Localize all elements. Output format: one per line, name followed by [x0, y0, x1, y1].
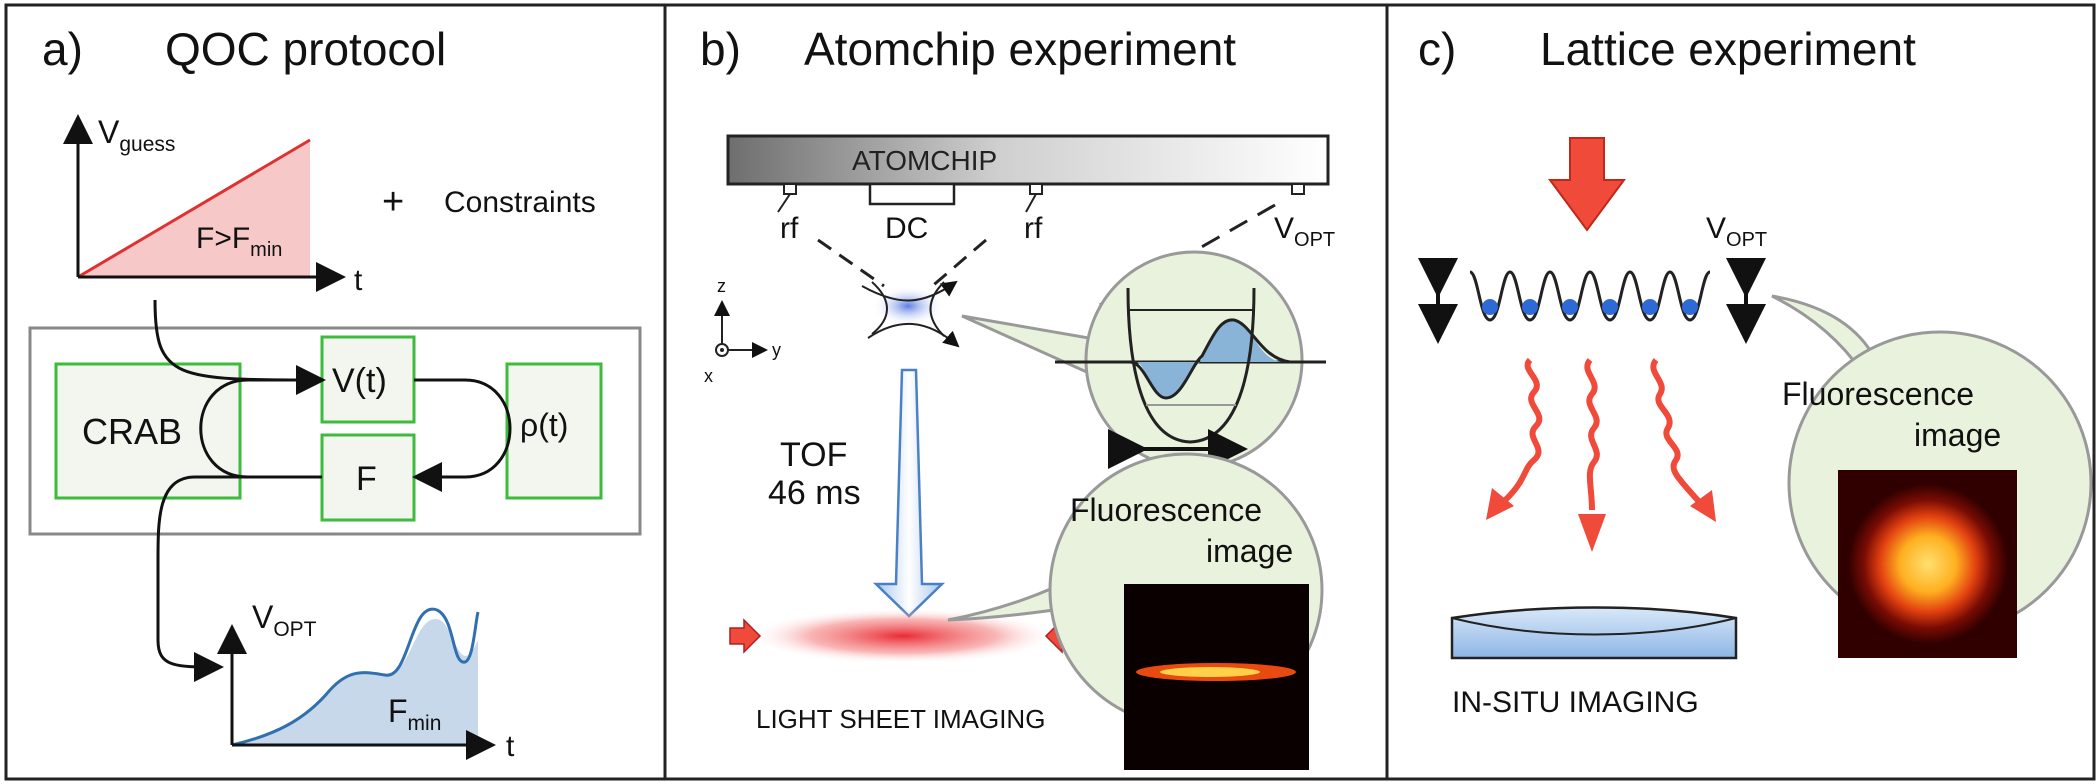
trap-field-line-bottom — [867, 322, 960, 348]
incoming-light-arrow — [1548, 137, 1626, 232]
figure-frame — [4, 3, 2096, 781]
rf-right-label: rf — [1024, 212, 1043, 245]
emission-head-left — [1486, 488, 1514, 520]
panel-b-letter: b) — [700, 23, 741, 75]
vopt-label-b: VOPT — [1274, 212, 1335, 251]
emission-head-center — [1578, 514, 1606, 552]
opt-plot: VOPT Fmin t — [217, 599, 515, 763]
dashed-left — [817, 238, 885, 288]
imaging-lens — [1450, 606, 1738, 660]
opt-label: VOPT — [252, 599, 317, 641]
light-sheet-label: LIGHT SHEET IMAGING — [756, 704, 1045, 734]
panel-c-letter: c) — [1418, 23, 1456, 75]
panel-c: c) Lattice experiment VOPT IN-SITU IMAGI… — [1418, 23, 2093, 719]
rf-right-leader — [1025, 193, 1037, 213]
wavefunction-curve — [1055, 318, 1326, 400]
rf-left-leader — [777, 193, 791, 213]
wavefunction-fill — [1135, 319, 1282, 398]
guess-ramp-line — [77, 138, 311, 279]
axis-z-label: z — [717, 276, 726, 296]
crab-loop-path — [199, 378, 322, 479]
rf-wire-right — [1029, 183, 1043, 195]
emission-wave-center — [1584, 358, 1600, 511]
fluor-c-line2: image — [1914, 417, 2001, 453]
trap-field-line-left — [871, 281, 888, 335]
lattice-atom-5 — [1642, 299, 1658, 315]
dc-label: DC — [885, 212, 928, 245]
axis-y-label: y — [772, 340, 781, 360]
panel-b-title: Atomchip experiment — [804, 23, 1236, 75]
dashed-right — [929, 238, 987, 290]
vopt-label-c: VOPT — [1706, 212, 1767, 251]
f-to-opt-arrow — [156, 475, 322, 682]
fluor-c-line1: Fluorescence — [1782, 376, 1974, 412]
trap-field-line-top — [861, 280, 958, 302]
emission-wave-left — [1498, 357, 1543, 508]
panel-a: a) QOC protocol Vguess F>Fmin t + Constr… — [28, 23, 642, 763]
opt-region-label: Fmin — [388, 693, 441, 735]
in-situ-label: IN-SITU IMAGING — [1452, 686, 1699, 719]
axis-x-label: x — [704, 366, 713, 386]
lattice-atom-4 — [1602, 299, 1618, 315]
guess-x-axis-label: t — [354, 264, 363, 297]
lattice-atom-6 — [1682, 299, 1698, 315]
lattice-atom-2 — [1522, 299, 1538, 315]
atom-cloud — [872, 286, 944, 326]
lattice-atom-1 — [1482, 299, 1498, 315]
panel-a-title: QOC protocol — [165, 23, 446, 75]
opt-x-axis-label: t — [506, 730, 515, 763]
atomchip-bar — [726, 134, 1330, 186]
trap-field-line-right — [929, 281, 945, 337]
guess-label: Vguess — [98, 114, 175, 156]
f-label: F — [356, 460, 377, 498]
optical-lattice-potential — [1469, 270, 1711, 322]
opt-curve — [231, 607, 480, 747]
vt-label: V(t) — [332, 362, 387, 400]
panel-a-letter: a) — [42, 23, 83, 75]
imaging-lens-lower-surface — [1451, 617, 1737, 636]
axis-x-dot — [720, 348, 724, 352]
dc-wire — [868, 182, 956, 206]
panel-c-title: Lattice experiment — [1540, 23, 1916, 75]
fluorescence-image-c-cloud — [1848, 484, 2008, 644]
vopt-wire — [1291, 183, 1305, 195]
rho-box — [505, 362, 603, 500]
tof-label-line2: 46 ms — [768, 474, 861, 512]
atomchip-label: ATOMCHIP — [852, 145, 997, 176]
tof-label-line1: TOF — [780, 436, 847, 474]
fluorescence-image-b-core — [1160, 667, 1260, 677]
optimization-loop-frame — [28, 326, 642, 536]
rf-left-label: rf — [780, 212, 799, 245]
emission-wave-right — [1650, 358, 1705, 507]
plus-sign: + — [382, 181, 404, 223]
constraints-label: Constraints — [444, 186, 596, 219]
light-sheet-arrow-left — [729, 618, 762, 654]
crab-label: CRAB — [82, 411, 182, 452]
panel-b: b) Atomchip experiment ATOMCHIP rf DC rf… — [700, 23, 1335, 770]
rho-label: ρ(t) — [520, 407, 568, 443]
fluor-b-line1: Fluorescence — [1070, 492, 1262, 528]
lattice-atom-3 — [1562, 299, 1578, 315]
opt-fill-region — [232, 619, 478, 745]
light-sheet-beam — [748, 608, 1058, 664]
guess-region-label: F>Fmin — [196, 222, 282, 261]
vt-to-rho-path — [412, 378, 512, 492]
tof-arrow — [872, 368, 946, 618]
rf-wire-left — [783, 183, 797, 195]
emission-head-right — [1690, 490, 1716, 522]
fluor-b-line2: image — [1206, 533, 1293, 569]
guess-plot: Vguess F>Fmin t — [63, 114, 363, 297]
